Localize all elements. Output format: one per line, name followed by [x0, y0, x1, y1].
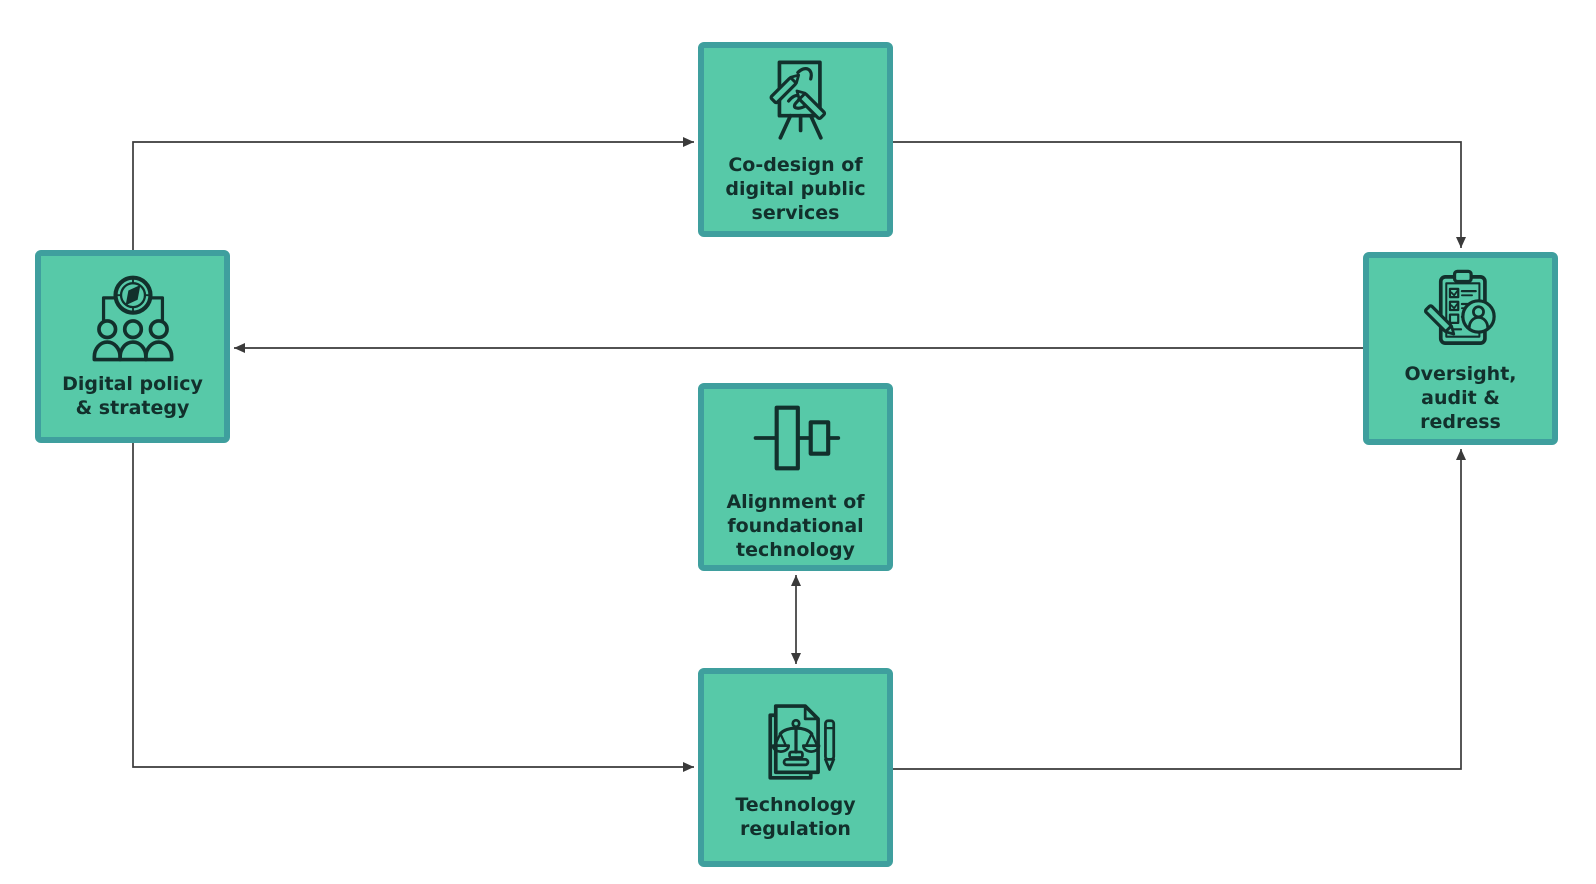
node-label: Technology regulation: [735, 793, 856, 840]
edge-policy-to-codesign: [132, 137, 694, 250]
node-label: Digital policy & strategy: [62, 372, 203, 419]
edge-codesign-to-oversight: [893, 141, 1466, 248]
node-label: Alignment of foundational technology: [726, 491, 865, 561]
edge-regulation-to-oversight: [893, 449, 1466, 770]
node-digital-policy-strategy: Digital policy & strategy: [35, 250, 230, 443]
node-label: Oversight, audit & redress: [1404, 362, 1517, 433]
compass-team-icon: [92, 275, 173, 361]
clipboard-audit-icon: [1423, 269, 1496, 345]
edge-policy-to-regulation: [132, 443, 694, 772]
node-technology-regulation: Technology regulation: [698, 668, 893, 867]
node-alignment-foundational-technology: Alignment of foundational technology: [698, 383, 893, 571]
document-scales-pencil-icon: [767, 703, 835, 780]
node-co-design-digital-public-services: Co-design of digital public services: [698, 42, 893, 237]
alignment-blocks-icon: [753, 405, 840, 471]
easel-pencils-icon: [769, 60, 826, 140]
node-oversight-audit-redress: Oversight, audit & redress: [1363, 252, 1558, 445]
node-label: Co-design of digital public services: [725, 153, 866, 224]
